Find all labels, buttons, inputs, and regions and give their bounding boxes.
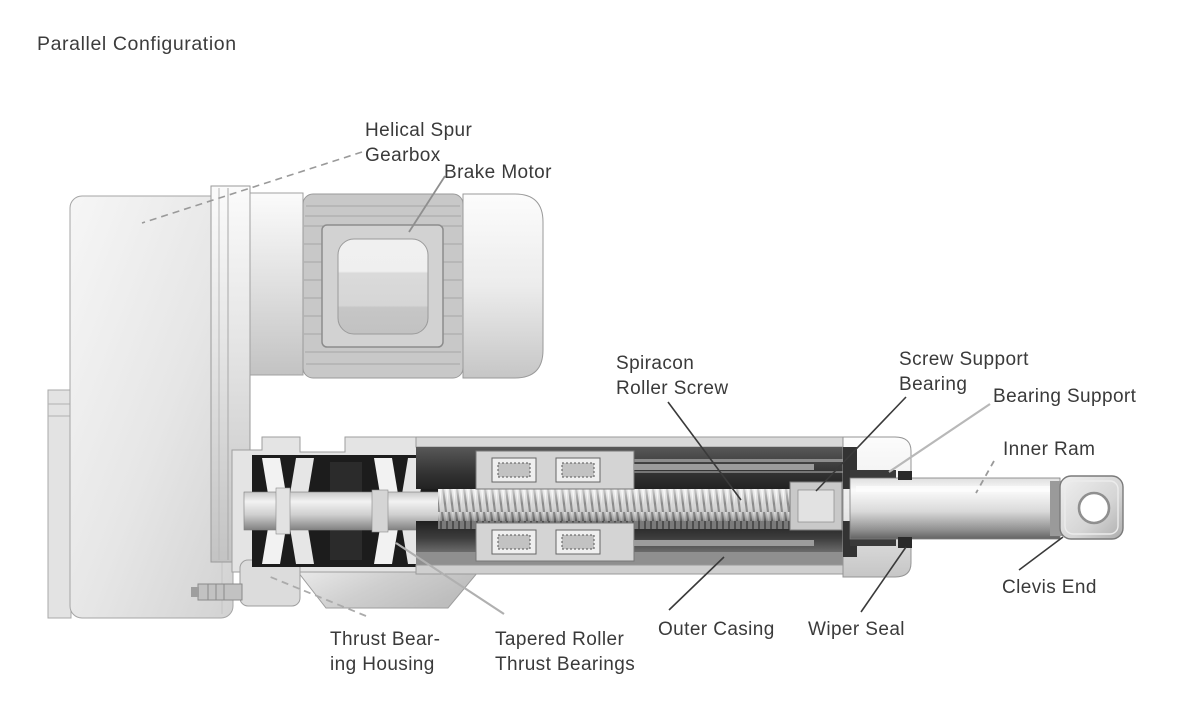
motor-terminal-box-cover <box>337 238 429 335</box>
motor-spacer-cylinder <box>249 192 304 376</box>
outer-casing-top-shell <box>415 436 851 448</box>
label-screw-support-bearing: Screw Support Bearing <box>899 349 1029 395</box>
label-outer-casing: Outer Casing <box>658 619 775 640</box>
label-wiper-seal: Wiper Seal <box>808 619 905 640</box>
leader-clevis-end <box>1018 536 1064 571</box>
label-helical-spur-gearbox: Helical Spur Gearbox <box>365 120 473 166</box>
leader-brake-motor <box>408 175 446 233</box>
tapered-roller-bearings-top <box>252 455 440 499</box>
screw-support-bearing-part <box>789 481 843 531</box>
leader-spiracon-roller-screw <box>667 401 742 501</box>
diagram-title: Parallel Configuration <box>37 33 237 55</box>
outer-casing-bottom-shell <box>415 564 851 575</box>
spiracon-roller-screw-drawing <box>438 450 843 562</box>
leader-lines <box>141 151 1064 617</box>
label-brake-motor: Brake Motor <box>444 162 552 183</box>
roller-nut-top <box>475 450 814 490</box>
thrust-housing-foot <box>296 571 480 609</box>
wiper-seal-top <box>898 471 912 480</box>
roller-nut-bottom <box>475 522 814 562</box>
thrust-bearing-housing-drawing <box>191 436 480 609</box>
leader-helical-spur-gearbox <box>141 151 363 224</box>
drive-shaft <box>243 491 445 531</box>
leader-screw-support-bearing <box>815 396 907 492</box>
grease-fitting <box>191 583 243 601</box>
brake-motor-drawing <box>249 192 544 379</box>
leader-thrust-bearing-housing <box>267 575 367 617</box>
leader-outer-casing <box>668 556 725 611</box>
gearbox-drawing <box>47 185 251 619</box>
label-clevis-end: Clevis End <box>1002 577 1097 598</box>
label-thrust-bearing-housing: Thrust Bear- ing Housing <box>330 629 441 675</box>
clevis-pin-hole <box>1077 491 1111 525</box>
label-bearing-support: Bearing Support <box>993 386 1137 407</box>
motor-end-cap <box>462 193 544 379</box>
inner-ram-drawing <box>849 471 1124 548</box>
gearbox-body <box>69 195 234 619</box>
wiper-seal-bottom <box>898 537 912 548</box>
label-inner-ram: Inner Ram <box>1003 439 1096 460</box>
label-tapered-roller-thrust-bearings: Tapered Roller Thrust Bearings <box>495 629 636 675</box>
label-spiracon-roller-screw: Spiracon Roller Screw <box>616 353 729 399</box>
leader-wiper-seal <box>860 546 907 613</box>
leader-tapered-roller-thrust-bearings <box>395 542 505 615</box>
leader-bearing-support <box>888 403 991 473</box>
gearbox-side-plate <box>47 389 72 619</box>
